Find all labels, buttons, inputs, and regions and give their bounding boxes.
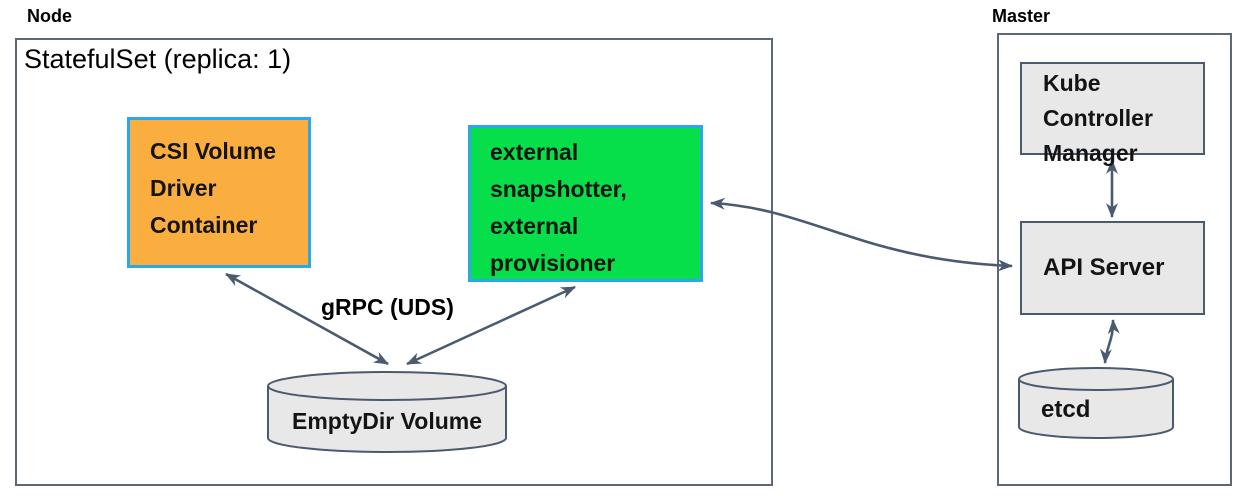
csi-box-line: Driver	[150, 175, 217, 201]
kcm-box-line: Manager	[1043, 140, 1138, 166]
emptydir-cylinder	[267, 371, 507, 453]
master-label: Master	[992, 6, 1051, 26]
csi-volume-driver-box: CSI Volume Driver Container	[127, 117, 311, 268]
kcm-box-line: Kube	[1043, 70, 1101, 96]
arrow-csi-emptydir	[225, 272, 389, 366]
api-server-label: API Server	[1043, 254, 1165, 281]
sidecar-box-line: external	[490, 213, 579, 239]
external-sidecars-box: external snapshotter, external provision…	[468, 125, 703, 282]
etcd-label: etcd	[1041, 396, 1091, 423]
etcd-cylinder	[1018, 367, 1174, 439]
csi-box-line: CSI Volume	[150, 138, 277, 164]
statefulset-title: StatefulSet (replica: 1)	[24, 44, 292, 74]
emptydir-volume-label: EmptyDir Volume	[292, 408, 482, 434]
arrow-sidecar-emptydir	[406, 285, 576, 366]
sidecar-box-line: snapshotter,	[490, 176, 627, 202]
sidecar-box-line: provisioner	[490, 250, 616, 276]
arrow-api-server-etcd	[1099, 319, 1120, 364]
kube-controller-manager-box: Kube Controller Manager	[1020, 62, 1205, 166]
arrow-sidecar-api-server	[710, 197, 1013, 272]
grpc-uds-label: gRPC (UDS)	[321, 294, 454, 320]
node-label: Node	[27, 6, 72, 26]
sidecar-box-line: external	[490, 139, 579, 165]
csi-box-line: Container	[150, 212, 258, 238]
kcm-box-line: Controller	[1043, 105, 1153, 131]
api-server-box: API Server	[1020, 221, 1205, 315]
